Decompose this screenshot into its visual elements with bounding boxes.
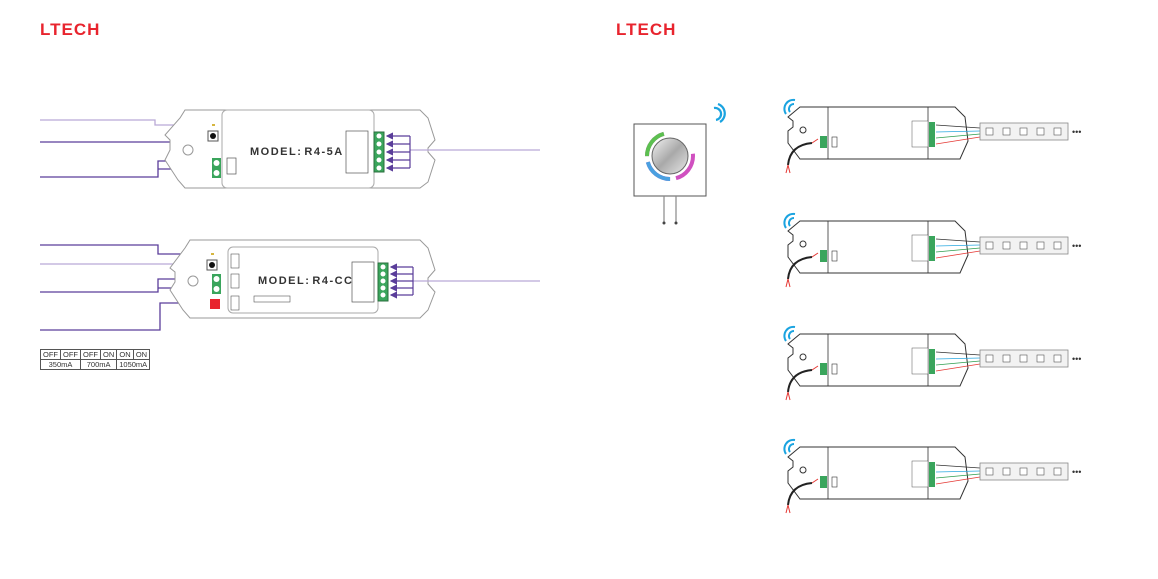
led-chip — [1002, 241, 1011, 250]
dip-state-cell: ON — [99, 349, 118, 360]
receiver-unit: ••• — [783, 438, 1081, 514]
wireless-signal-icon — [783, 212, 796, 229]
led-chip — [1002, 467, 1011, 476]
dip-state-cell: OFF — [60, 349, 81, 360]
led-chip — [1053, 467, 1062, 476]
remote-panel — [633, 102, 726, 225]
led-chip — [1053, 354, 1062, 363]
receiver-unit: ••• — [783, 325, 1081, 401]
receiver-unit: ••• — [783, 212, 1081, 288]
controller-r4-cc: MODEL:R4-CC — [40, 239, 540, 331]
led-chip — [1019, 467, 1028, 476]
led-chip — [1002, 354, 1011, 363]
dip-current-cell: 700mA — [79, 359, 118, 370]
brand-logo-right: LTECH — [616, 20, 677, 39]
led-chip — [1036, 241, 1045, 250]
dip-state-cell: ON — [132, 349, 151, 360]
wireless-signal-icon — [783, 438, 796, 455]
wireless-signal-icon — [713, 102, 726, 123]
wireless-signal-icon — [783, 325, 796, 342]
led-chip — [1053, 127, 1062, 136]
led-chip — [1002, 127, 1011, 136]
led-chip — [1036, 354, 1045, 363]
brand-logo-left: LTECH — [40, 20, 101, 39]
strip-continuation: ••• — [1072, 467, 1081, 477]
dip-state-cell: OFF — [80, 349, 101, 360]
strip-continuation: ••• — [1072, 241, 1081, 251]
dip-current-cell: 1050mA — [116, 359, 151, 370]
led-chip — [985, 241, 994, 250]
dip-state-cell: ON — [116, 349, 134, 360]
receiver-unit: ••• — [783, 98, 1081, 174]
led-chip — [1053, 241, 1062, 250]
strip-continuation: ••• — [1072, 127, 1081, 137]
strip-continuation: ••• — [1072, 354, 1081, 364]
led-chip — [985, 467, 994, 476]
dip-current-cell: 350mA — [40, 359, 81, 370]
dip-state-cell: OFF — [40, 349, 61, 360]
model-label-2: MODEL:R4-CC — [258, 275, 354, 287]
model-label-1: MODEL:R4-5A — [250, 146, 344, 158]
led-chip — [1019, 354, 1028, 363]
led-chip — [1019, 241, 1028, 250]
led-chip — [985, 354, 994, 363]
controller-r4-5a: MODEL:R4-5A — [40, 109, 540, 189]
led-chip — [985, 127, 994, 136]
led-chip — [1036, 127, 1045, 136]
led-chip — [1036, 467, 1045, 476]
wireless-signal-icon — [783, 98, 796, 115]
led-chip — [1019, 127, 1028, 136]
